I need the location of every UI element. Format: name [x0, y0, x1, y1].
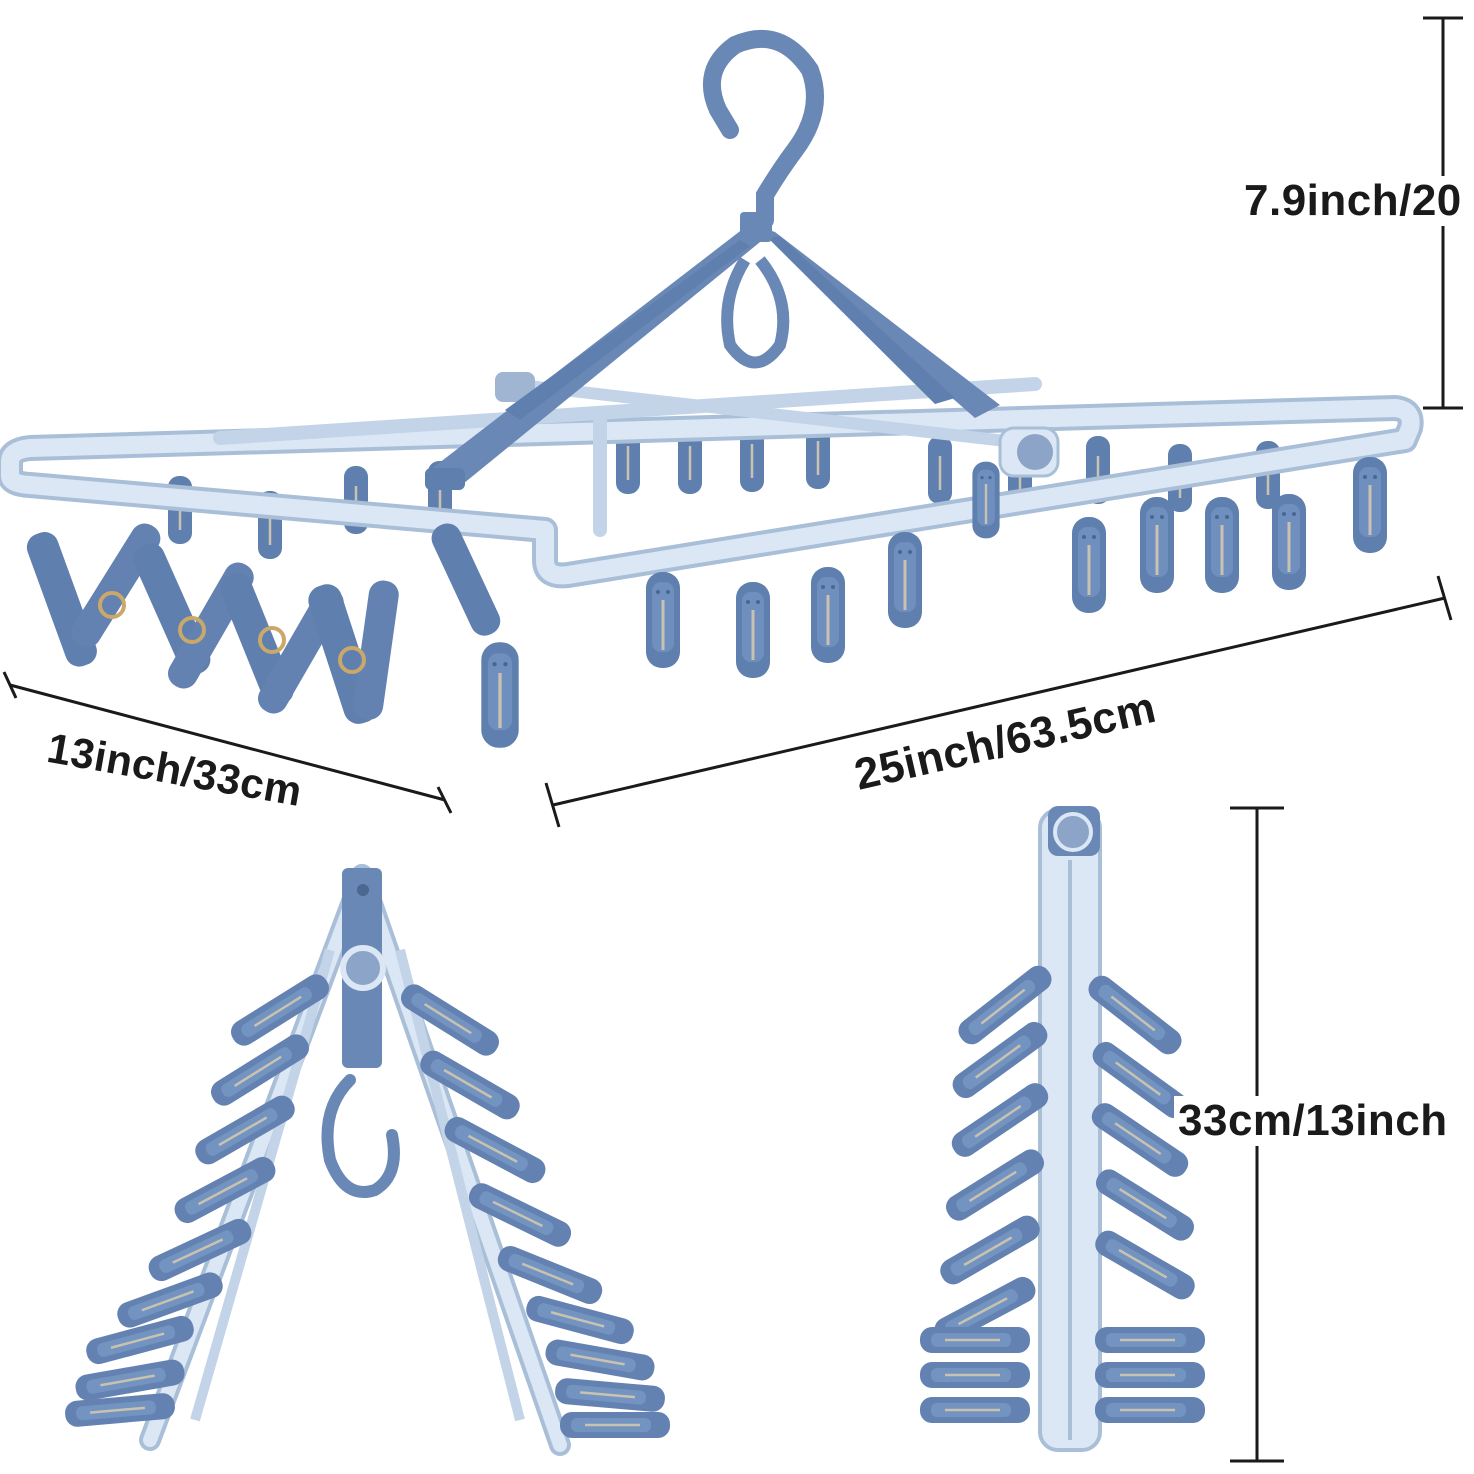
hinge-icon — [495, 372, 1060, 478]
hanger-frame — [0, 377, 1424, 589]
hook-icon — [702, 29, 824, 369]
open-hanger-photo — [0, 29, 1424, 750]
folded-height-dimension-label: 33cm/13inch — [1174, 1096, 1452, 1146]
folded-side-photo — [918, 806, 1207, 1452]
folded-front-photo — [62, 864, 672, 1456]
open-clips — [26, 523, 501, 724]
height-dimension-label: 7.9inch/20 — [1242, 176, 1464, 226]
hanger-arms — [425, 225, 1000, 490]
